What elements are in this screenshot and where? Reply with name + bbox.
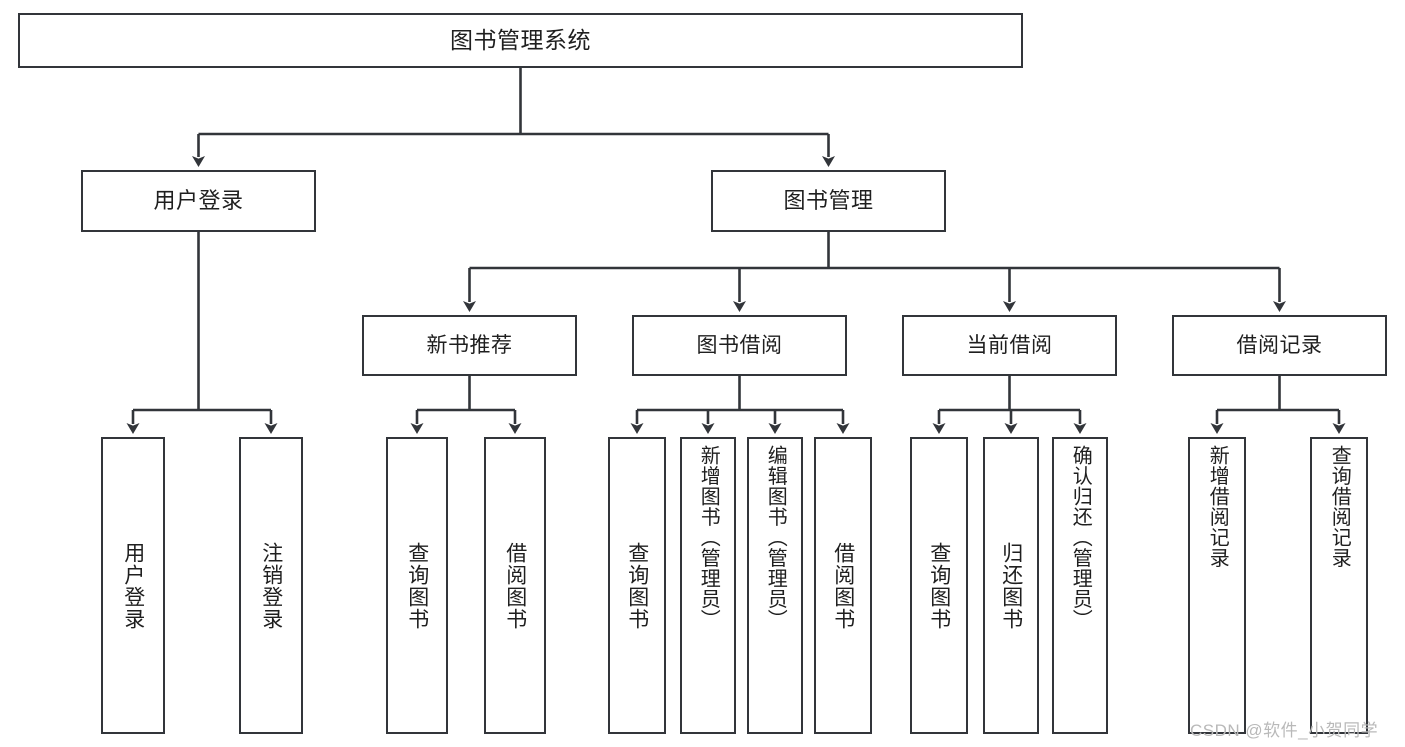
level3-node-1-label: 图书借阅 <box>696 333 783 357</box>
level2-node-0-label: 用户登录 <box>153 187 244 213</box>
level2-node-1-label: 图书管理 <box>783 187 874 213</box>
level3-node-0-label: 新书推荐 <box>426 333 513 357</box>
leaf-node-label: 查询图书 <box>927 541 951 630</box>
leaf-node-label: 查询图书 <box>625 541 649 630</box>
level3-node-2[interactable]: 当前借阅 <box>902 315 1117 376</box>
leaf-node-label: 借阅图书 <box>831 541 855 630</box>
leaf-node-label: 确认归还（管理员） <box>1069 445 1092 630</box>
leaf-node-label: 新增借阅记录 <box>1206 445 1229 568</box>
leaf-node[interactable]: 查询图书 <box>910 437 968 734</box>
leaf-node-label: 注销登录 <box>259 541 283 630</box>
leaf-node-label: 查询图书 <box>405 541 429 630</box>
root-node-book-management-system[interactable]: 图书管理系统 <box>18 13 1023 68</box>
leaf-node[interactable]: 查询图书 <box>386 437 448 734</box>
leaf-node-label: 借阅图书 <box>503 541 527 630</box>
level2-node-0[interactable]: 用户登录 <box>81 170 316 232</box>
leaf-node-label: 编辑图书（管理员） <box>764 445 787 630</box>
level2-node-1[interactable]: 图书管理 <box>711 170 946 232</box>
level3-node-1[interactable]: 图书借阅 <box>632 315 847 376</box>
level3-node-0[interactable]: 新书推荐 <box>362 315 577 376</box>
leaf-node-label: 查询借阅记录 <box>1328 445 1351 568</box>
leaf-node-label: 归还图书 <box>999 541 1023 630</box>
leaf-node[interactable]: 用户登录 <box>101 437 165 734</box>
leaf-node[interactable]: 注销登录 <box>239 437 303 734</box>
leaf-node[interactable]: 编辑图书（管理员） <box>747 437 803 734</box>
level3-node-3[interactable]: 借阅记录 <box>1172 315 1387 376</box>
leaf-node[interactable]: 确认归还（管理员） <box>1052 437 1108 734</box>
leaf-node[interactable]: 新增借阅记录 <box>1188 437 1246 734</box>
leaf-node[interactable]: 查询借阅记录 <box>1310 437 1368 734</box>
level3-node-3-label: 借阅记录 <box>1236 333 1323 357</box>
leaf-node[interactable]: 查询图书 <box>608 437 666 734</box>
level3-node-2-label: 当前借阅 <box>966 333 1053 357</box>
root-node-book-management-system-label: 图书管理系统 <box>450 26 591 53</box>
leaf-node[interactable]: 借阅图书 <box>814 437 872 734</box>
leaf-node-label: 用户登录 <box>121 541 145 630</box>
leaf-node[interactable]: 新增图书（管理员） <box>680 437 736 734</box>
leaf-node[interactable]: 借阅图书 <box>484 437 546 734</box>
leaf-node-label: 新增图书（管理员） <box>697 445 720 630</box>
leaf-node[interactable]: 归还图书 <box>983 437 1039 734</box>
